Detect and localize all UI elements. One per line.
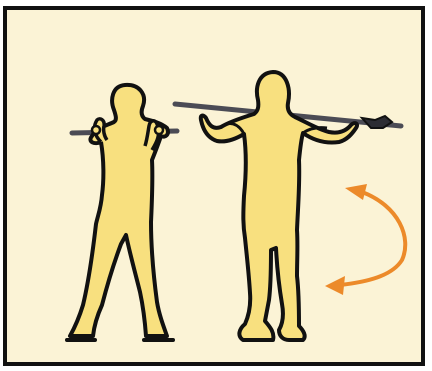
exercise-illustration-frame bbox=[3, 6, 425, 366]
rotation-arrow-bottom-head bbox=[325, 276, 345, 295]
rotation-arrow-icon bbox=[325, 184, 405, 295]
person-rear-view bbox=[175, 72, 401, 340]
rotation-arrow-top-head bbox=[345, 184, 367, 200]
front-figure-left-hand bbox=[92, 126, 100, 134]
exercise-illustration bbox=[7, 10, 421, 362]
bar-end-weight bbox=[362, 116, 392, 128]
front-figure-right-hand bbox=[155, 126, 163, 134]
rear-figure-body bbox=[201, 72, 357, 340]
person-front-view bbox=[67, 85, 177, 340]
